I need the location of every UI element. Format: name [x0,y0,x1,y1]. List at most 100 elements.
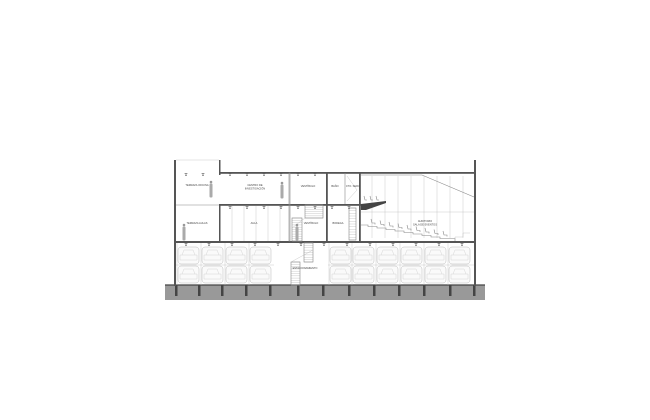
human-figure-body [209,183,213,198]
light-fixture-icon [347,206,351,209]
foundation-column [449,285,452,296]
light-fixture-icon [228,206,232,209]
auditorium-seat-icon [415,226,421,232]
label-terrace-classrooms: TERRAZA AULAS [186,221,207,225]
car-icon [329,246,352,265]
light-fixture-icon [262,206,266,209]
car-outline [331,268,350,280]
car-icon [352,246,375,265]
foundation-column [423,285,426,296]
auditorium-stepped-floor [361,224,456,241]
human-figure-icon [295,223,299,227]
light-fixture-icon [368,243,372,246]
foundation-column [221,285,224,296]
foundation-column [269,285,272,296]
interior-wall [326,173,328,241]
label-classroom: AULA [251,221,258,225]
car-icon [376,246,399,265]
light-fixture-icon [296,173,300,176]
car-icon [201,246,224,265]
stair-handrail [290,249,314,263]
door-swing [346,175,358,202]
light-fixture-icon [230,243,234,246]
car-outline [251,249,270,261]
car-outline [203,249,222,261]
car-icon [400,265,423,284]
auditorium-seat-icon [406,224,412,231]
light-fixture-icon [299,243,303,246]
auditorium-seat-icon [375,195,379,201]
human-figure-body [280,184,284,199]
stair-flight [303,242,314,263]
label-vestibule-lower: VESTÍBULO [304,221,319,225]
light-fixture-icon [313,173,317,176]
foundation-column [473,285,476,296]
car-icon [448,265,471,284]
car-outline [251,268,270,280]
light-fixture-icon [391,243,395,246]
car-outline [402,249,421,261]
foundation-columns [175,285,476,296]
classroom-panels [231,206,281,241]
light-fixture-icon [262,173,266,176]
car-outline [450,268,469,280]
car-icon [376,265,399,284]
auditorium-seat-icon [370,218,376,225]
car-outline [426,249,445,261]
human-figure-icon [182,223,186,227]
car-outline [179,249,198,261]
light-fixture-icon [184,173,188,176]
human-figure-icon [209,180,213,184]
label-auditorium-2: SALA DE EVENTOS [413,223,437,227]
car-icon [400,246,423,265]
foundation-column [398,285,401,296]
light-fixture-icon [345,243,349,246]
car-icon [177,265,200,284]
auditorium-seat-icon [397,223,403,229]
light-fixture-icon [228,173,232,176]
roof-slab [219,172,476,174]
car-icon [225,265,248,284]
label-terrace-office: TERRAZA OFICINA [185,183,208,187]
interior-wall [359,173,361,241]
light-fixture-icon [330,206,334,209]
label-research-center-2: INVESTIGACIÓN [245,186,265,191]
light-fixture-icon [322,243,326,246]
car-icon [352,265,375,284]
right-wall [474,160,476,286]
auditorium-seat-icon [388,221,394,228]
light-fixture-icon [276,243,280,246]
parapet-left [219,160,221,175]
label-parking: ESTACIONAMIENTO [293,266,318,270]
car-outline [203,268,222,280]
car-outline [450,249,469,261]
auditorium-seat-icon [379,220,385,226]
light-fixtures [184,173,464,246]
parking-cars [176,243,474,285]
human-figure-body [295,226,299,241]
car-icon [424,265,447,284]
car-icon [201,265,224,284]
auditorium-seat-icon [433,229,439,235]
car-icon [177,246,200,265]
stair-flight [291,217,303,242]
foundation-column [373,285,376,296]
car-icon [249,246,272,265]
interior-wall [288,172,291,242]
car-icon [424,246,447,265]
label-bathroom: BAÑO [331,183,338,188]
auditorium-seat-icon [442,230,448,237]
light-fixture-icon [460,243,464,246]
auditorium-seat-icon [424,227,430,234]
foundation-column [297,285,300,296]
car-icon [249,265,272,284]
stage-steps [454,232,470,241]
light-fixture-icon [279,173,283,176]
ground-block [165,285,485,300]
car-outline [179,268,198,280]
light-fixture-icon [245,206,249,209]
stairs [290,175,358,286]
auditorium-panels [361,176,474,238]
light-fixture-icon [184,243,188,246]
